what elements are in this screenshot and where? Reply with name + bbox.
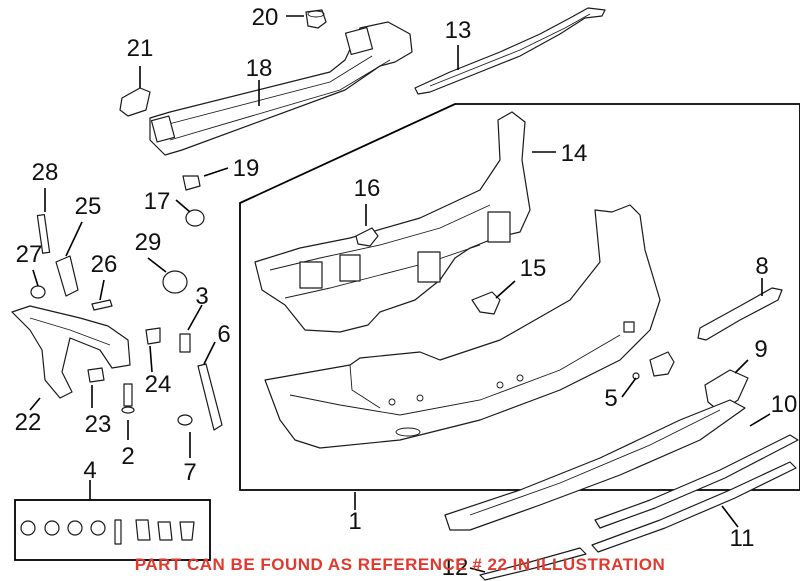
callout-19: 19 [233, 155, 260, 182]
callout-7: 7 [183, 459, 196, 486]
callout-15: 15 [520, 255, 547, 282]
clip-16 [355, 227, 379, 247]
callout-10: 10 [771, 391, 798, 418]
callout-1: 1 [348, 508, 361, 535]
callout-23: 23 [85, 411, 112, 438]
leader-lines [29, 15, 771, 573]
callout-20: 20 [252, 4, 279, 31]
callout-21: 21 [127, 35, 154, 62]
callout-14: 14 [561, 140, 588, 167]
bumper-cover [264, 204, 661, 449]
callout-18: 18 [246, 55, 273, 82]
callout-3: 3 [195, 283, 208, 310]
callout-29: 29 [135, 229, 162, 256]
energy-absorber-14 [254, 111, 531, 333]
reference-note: PART CAN BE FOUND AS REFERENCE # 22 IN I… [134, 555, 666, 574]
clip-5 [632, 351, 675, 380]
callout-28: 28 [32, 159, 59, 186]
callout-26: 26 [91, 251, 118, 278]
bracket-9 [704, 369, 749, 413]
callout-8: 8 [755, 253, 768, 280]
lower-strip-12 [479, 547, 587, 581]
reinforcement-beam [149, 21, 413, 156]
callout-5: 5 [604, 385, 617, 412]
callout-11: 11 [730, 525, 755, 552]
reflector-8 [697, 287, 783, 341]
side-bracket-22 [11, 305, 131, 399]
callout-16: 16 [354, 175, 381, 202]
bracket-15 [471, 291, 501, 315]
callout-27: 27 [16, 241, 43, 268]
nut-20 [305, 9, 327, 29]
callout-17: 17 [144, 188, 171, 215]
callout-2: 2 [121, 443, 134, 470]
callout-24: 24 [145, 371, 172, 398]
callout-22: 22 [15, 409, 42, 436]
fasteners [20, 175, 223, 545]
tow-cover-21 [119, 87, 151, 117]
lower-trim-11 [591, 434, 799, 553]
callout-numbers: 1 2 3 4 5 6 7 8 9 10 11 12 13 14 15 16 1… [15, 4, 798, 581]
callout-13: 13 [445, 17, 472, 44]
upper-strip-13 [414, 7, 606, 95]
callout-25: 25 [75, 193, 102, 220]
callout-12: 12 [442, 554, 469, 581]
bumper-assembly-box [239, 103, 800, 491]
callout-6: 6 [217, 321, 230, 348]
hardware-kit-box [14, 499, 211, 561]
lower-diffuser-10 [444, 399, 746, 531]
callout-9: 9 [754, 336, 767, 363]
callout-4: 4 [83, 457, 96, 484]
